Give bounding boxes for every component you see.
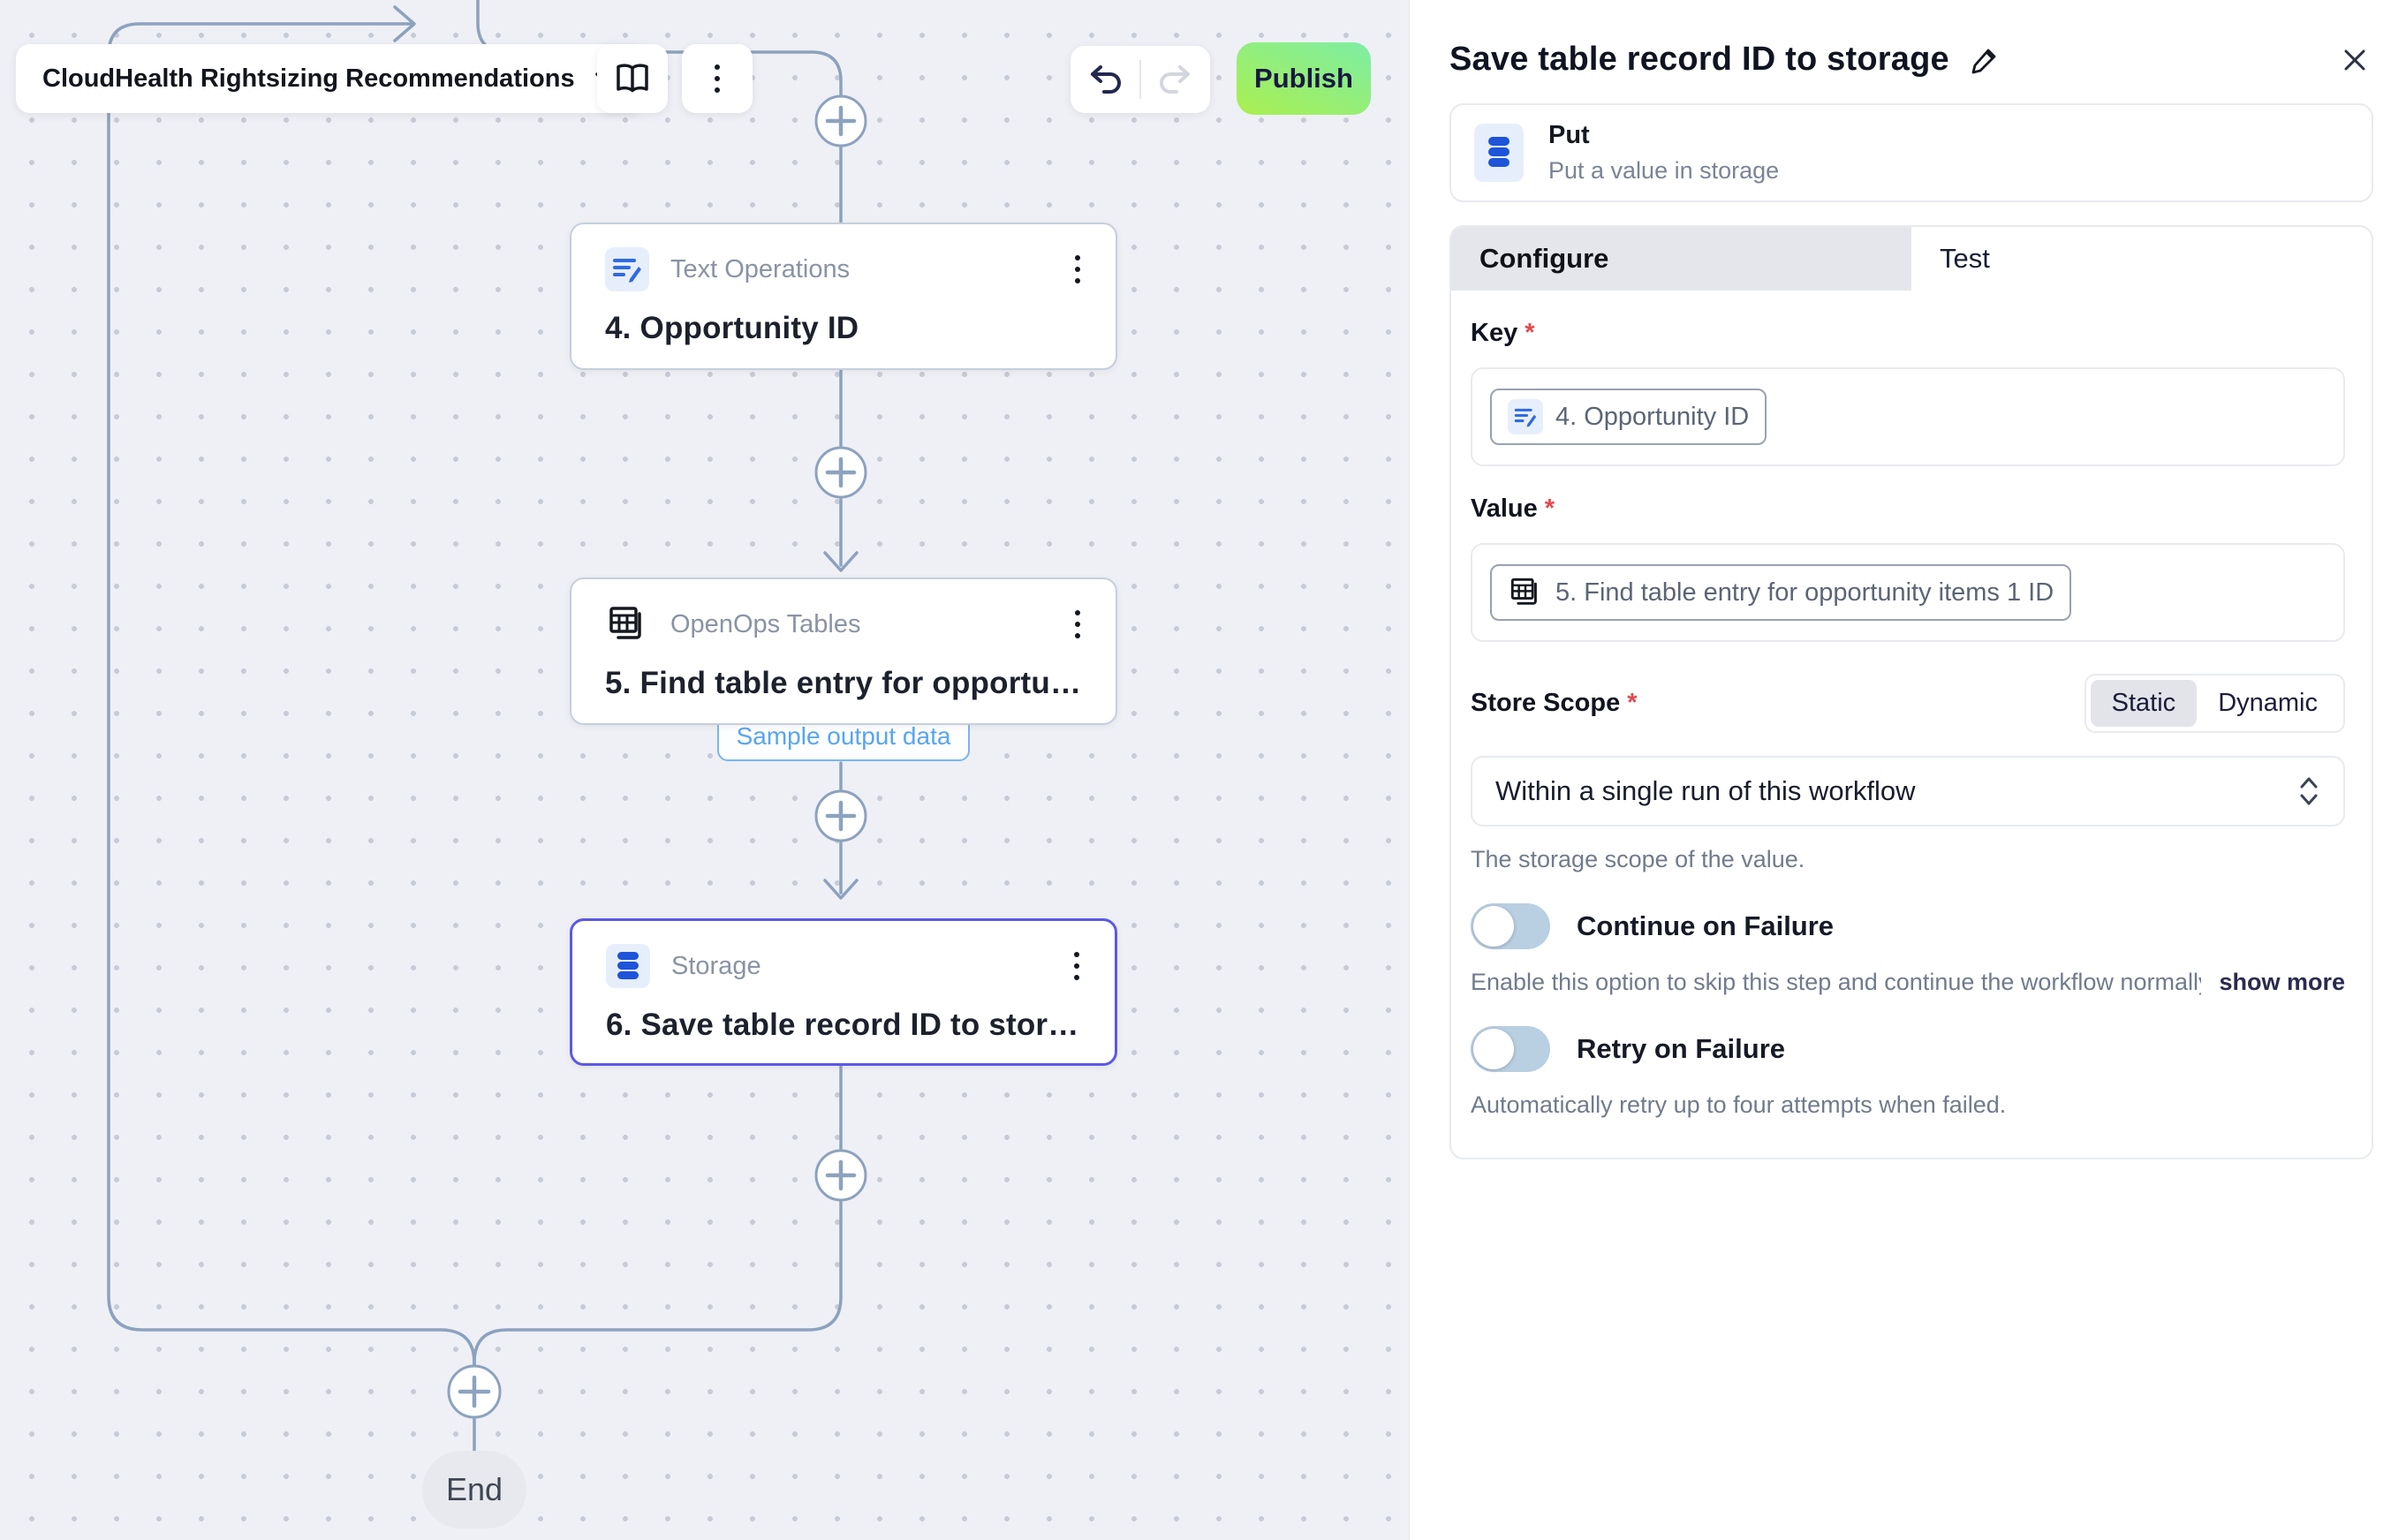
add-step-button[interactable] (814, 446, 867, 499)
add-step-button[interactable] (447, 1364, 502, 1419)
publish-button[interactable]: Publish (1237, 42, 1371, 115)
retry-on-failure-label: Retry on Failure (1577, 1033, 1785, 1064)
node-menu-button[interactable] (1066, 605, 1089, 644)
continue-on-failure-toggle[interactable] (1471, 903, 1550, 949)
storage-database-icon (1474, 124, 1524, 182)
openops-tables-icon (605, 602, 649, 646)
value-token-chip[interactable]: 5. Find table entry for opportunity item… (1490, 564, 2072, 621)
step-settings-panel: Save table record ID to storage (1409, 0, 2391, 1540)
wire-storage-to-merge (473, 1197, 843, 1368)
key-token-chip[interactable]: 4. Opportunity ID (1490, 389, 1767, 445)
arrowhead-right-icon (393, 5, 416, 42)
kebab-icon (706, 59, 729, 98)
store-scope-label: Store Scope* (1471, 689, 1638, 718)
workflow-canvas[interactable]: Sample output data Text Operations 4. Op… (0, 0, 1409, 1540)
end-label: End (445, 1471, 503, 1507)
docs-button[interactable] (597, 44, 668, 113)
sample-output-data-label: Sample output data (736, 722, 951, 750)
node-menu-button[interactable] (1065, 947, 1088, 985)
node-openops-tables[interactable]: OpenOps Tables 5. Find table entry for o… (570, 578, 1117, 725)
wire-left-branch (107, 53, 476, 1368)
action-name: Put (1548, 121, 1590, 149)
retry-on-failure-helper: Automatically retry up to four attempts … (1471, 1091, 2007, 1118)
text-operations-icon (605, 247, 649, 291)
key-field-label: Key* (1471, 319, 2345, 348)
divider (1139, 60, 1141, 99)
action-summary-card[interactable]: Put Put a value in storage (1449, 103, 2373, 202)
store-scope-helper: The storage scope of the value. (1471, 846, 1805, 872)
store-scope-mode-switch: Static Dynamic (2084, 674, 2345, 733)
node-app-name: OpenOps Tables (670, 609, 861, 638)
continue-on-failure-helper: Enable this option to skip this step and… (1471, 969, 2202, 995)
required-asterisk: * (1544, 494, 1555, 523)
select-updown-icon (2297, 775, 2320, 807)
openops-tables-icon (1508, 575, 1543, 610)
key-input[interactable]: 4. Opportunity ID (1471, 367, 2345, 466)
node-title: 5. Find table entry for opportu… (605, 666, 1082, 700)
retry-on-failure-toggle[interactable] (1471, 1026, 1550, 1072)
show-more-link[interactable]: show more (2219, 969, 2345, 995)
value-label-text: Value (1471, 494, 1538, 523)
close-panel-button[interactable] (2336, 42, 2373, 79)
add-step-button[interactable] (814, 1149, 867, 1202)
tab-test[interactable]: Test (1911, 227, 2372, 291)
book-icon (617, 64, 648, 93)
key-token-label: 4. Opportunity ID (1555, 402, 1750, 431)
store-scope-label-text: Store Scope (1471, 689, 1621, 717)
undo-icon (1091, 65, 1121, 94)
configure-card: Configure Test Key* 4. Oppo (1449, 225, 2373, 1159)
store-scope-select[interactable]: Within a single run of this workflow (1471, 756, 2345, 827)
close-icon (2344, 49, 2365, 70)
connector-lines (107, 0, 867, 1454)
node-app-name: Storage (671, 951, 761, 980)
store-scope-selected-option: Within a single run of this workflow (1495, 775, 1916, 806)
pencil-icon (1971, 49, 1996, 73)
required-asterisk: * (1627, 689, 1638, 717)
end-node: End (422, 1451, 526, 1529)
workflow-name-dropdown[interactable]: CloudHealth Rightsizing Recommendations (16, 44, 644, 113)
continue-on-failure-label: Continue on Failure (1577, 910, 1835, 941)
more-options-button[interactable] (682, 44, 753, 113)
toggle-knob (1473, 906, 1514, 947)
value-input[interactable]: 5. Find table entry for opportunity item… (1471, 543, 2345, 642)
publish-label: Publish (1254, 63, 1353, 94)
storage-database-icon (606, 944, 650, 988)
workflow-name: CloudHealth Rightsizing Recommendations (42, 64, 575, 93)
dynamic-mode-button[interactable]: Dynamic (2218, 689, 2318, 717)
add-step-button[interactable] (814, 789, 867, 842)
rename-step-button[interactable] (1969, 44, 2001, 76)
node-app-name: Text Operations (670, 254, 851, 283)
node-menu-button[interactable] (1066, 250, 1089, 289)
node-text-operations[interactable]: Text Operations 4. Opportunity ID (570, 223, 1117, 370)
redo-icon (1160, 65, 1190, 94)
toggle-knob (1473, 1029, 1514, 1069)
required-asterisk: * (1525, 319, 1535, 347)
tab-configure[interactable]: Configure (1451, 227, 1911, 291)
history-controls (1071, 46, 1210, 113)
undo-button[interactable] (1085, 55, 1127, 104)
panel-tabs: Configure Test (1451, 227, 2372, 291)
value-field-label: Value* (1471, 494, 2345, 524)
key-label-text: Key (1471, 319, 1518, 347)
arrowhead-down-icon (823, 879, 859, 900)
redo-button[interactable] (1154, 55, 1196, 104)
value-token-label: 5. Find table entry for opportunity item… (1555, 578, 2054, 607)
arrowhead-down-icon (823, 551, 859, 572)
node-storage[interactable]: Storage 6. Save table record ID to stor… (570, 918, 1117, 1066)
static-mode-button[interactable]: Static (2090, 680, 2198, 727)
panel-title: Save table record ID to storage (1449, 41, 1949, 78)
action-description: Put a value in storage (1548, 157, 1780, 184)
node-title: 6. Save table record ID to stor… (606, 1008, 1079, 1042)
add-step-button[interactable] (814, 94, 867, 147)
text-operations-icon (1508, 399, 1543, 434)
node-title: 4. Opportunity ID (605, 311, 859, 345)
